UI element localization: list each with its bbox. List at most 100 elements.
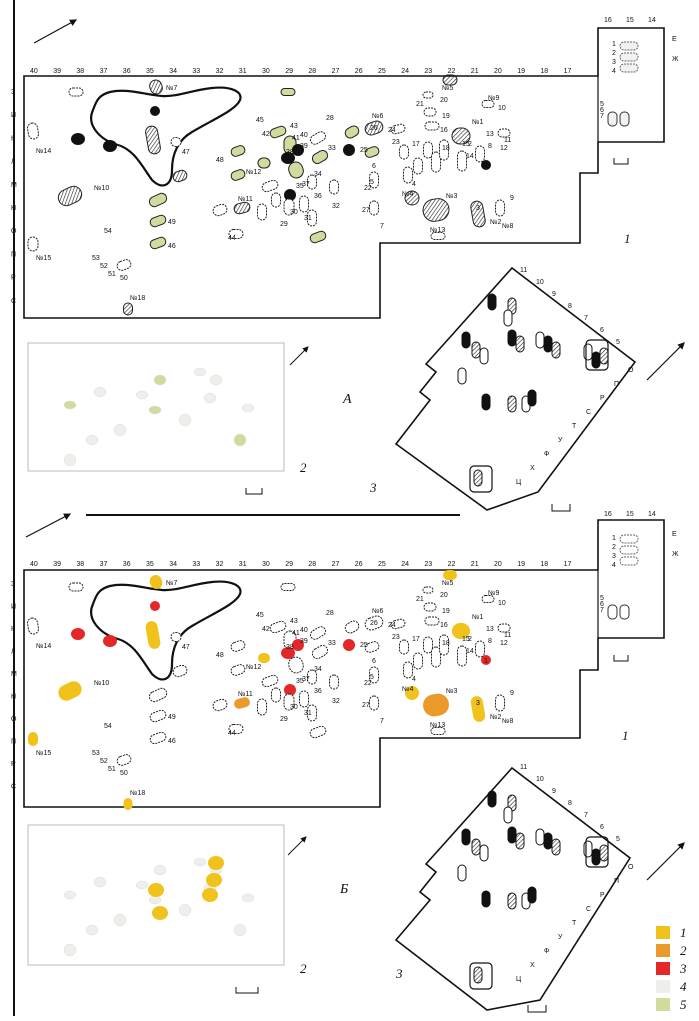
feature-label: 28 <box>326 115 334 122</box>
yellow-pit-feature <box>202 888 218 902</box>
ash-boundary-b <box>90 580 242 681</box>
column-label: 31 <box>239 68 247 75</box>
pit-feature <box>261 674 279 688</box>
inset-column-label: 14 <box>648 17 656 24</box>
column-label: 35 <box>146 68 154 75</box>
feature-label: 15 <box>462 141 470 148</box>
column-label: 21 <box>471 561 479 568</box>
column-label: 20 <box>494 561 502 568</box>
column-label: 23 <box>424 68 432 75</box>
faint-pit-feature <box>113 423 127 437</box>
feature-label: 28 <box>326 610 334 617</box>
inset-feature-label: 3 <box>612 59 616 66</box>
pit-feature <box>443 570 457 580</box>
north-arrow-b3 <box>646 842 685 881</box>
feature-label: 15 <box>462 636 470 643</box>
row-label: Н <box>11 205 16 212</box>
pit-feature <box>404 190 420 206</box>
pit-feature <box>257 698 267 716</box>
legend-swatch <box>656 962 670 975</box>
pit-feature <box>470 696 486 722</box>
column-label: 30 <box>262 68 270 75</box>
pit-feature <box>149 236 167 250</box>
pit-feature <box>403 661 413 679</box>
feature-label: 26 <box>370 125 378 132</box>
feature-label: 21 <box>416 596 424 603</box>
feature-label: 35 <box>296 678 304 685</box>
plan-3-pit-feature <box>543 832 553 850</box>
feature-label: 27 <box>362 702 370 709</box>
feature-label: 10 <box>498 105 506 112</box>
pit-feature <box>424 121 440 131</box>
pit-feature <box>230 664 246 676</box>
column-label: 30 <box>262 561 270 568</box>
plan-3-pit-feature <box>487 293 497 311</box>
column-label: 28 <box>308 561 316 568</box>
pit-feature <box>364 120 384 136</box>
pit-feature <box>71 133 85 145</box>
feature-label: 43 <box>290 618 298 625</box>
plan-3-column-label: 10 <box>536 776 544 783</box>
north-arrow-b <box>25 513 72 538</box>
faint-pit-feature <box>93 386 107 398</box>
pit-feature <box>364 641 380 653</box>
faint-pit-feature <box>233 433 247 447</box>
feature-label: 3 <box>476 205 480 212</box>
pit-feature <box>269 125 287 139</box>
plan-3-pit-cluster <box>585 836 609 868</box>
feature-label: 2 <box>468 636 472 643</box>
faint-pit-feature <box>233 923 247 937</box>
column-label: 31 <box>239 561 247 568</box>
pit-feature <box>57 185 83 207</box>
column-label: 18 <box>540 561 548 568</box>
column-label: 22 <box>448 561 456 568</box>
pit-feature <box>292 144 304 156</box>
legend-swatch <box>656 998 670 1011</box>
pit-feature <box>457 150 467 172</box>
plan-3-pit-feature <box>457 864 467 882</box>
pit-feature <box>423 693 449 717</box>
plan-1-label-b: 1 <box>622 728 629 743</box>
pit-feature <box>299 195 309 213</box>
plan-3-column-label: 7 <box>584 812 588 819</box>
plan-3-pit-feature <box>471 838 481 856</box>
column-label: 34 <box>169 561 177 568</box>
faint-pit-feature <box>63 453 77 467</box>
pit-feature <box>307 704 317 722</box>
feature-label: 38 <box>286 149 294 156</box>
pit-feature <box>364 146 380 158</box>
feature-label: 13 <box>486 131 494 138</box>
feature-label: 16 <box>440 622 448 629</box>
faint-pit-feature <box>193 857 207 867</box>
inset-feature-label: 6 <box>600 601 604 608</box>
pit-feature <box>71 628 85 640</box>
inset-pit-feature <box>619 534 639 544</box>
plan-3-pit-feature <box>507 395 517 413</box>
pit-feature <box>399 639 409 655</box>
plan-3-pit-feature <box>535 331 545 349</box>
pit-feature <box>481 160 491 170</box>
column-label: 36 <box>123 561 131 568</box>
pit-feature <box>230 145 246 157</box>
pit-feature <box>439 634 449 656</box>
pit-feature <box>58 681 82 701</box>
pit-feature <box>403 166 413 184</box>
pit-feature <box>233 201 251 215</box>
plan-3-row-label: С <box>586 409 591 416</box>
inset-pit-feature <box>619 41 639 51</box>
pit-feature <box>423 141 433 159</box>
pit-feature <box>423 602 437 612</box>
inset-row-label: Ж <box>672 551 679 558</box>
legend-label: 3 <box>679 961 687 976</box>
feature-label: 19 <box>442 113 450 120</box>
pit-feature <box>228 724 244 734</box>
column-label: 18 <box>540 68 548 75</box>
feature-label: 50 <box>120 770 128 777</box>
plan-3-pit-feature <box>507 329 517 347</box>
pit-feature <box>145 125 161 155</box>
pit-feature <box>68 582 84 592</box>
scale-bar-a3 <box>551 504 571 512</box>
feature-label: 18 <box>442 640 450 647</box>
